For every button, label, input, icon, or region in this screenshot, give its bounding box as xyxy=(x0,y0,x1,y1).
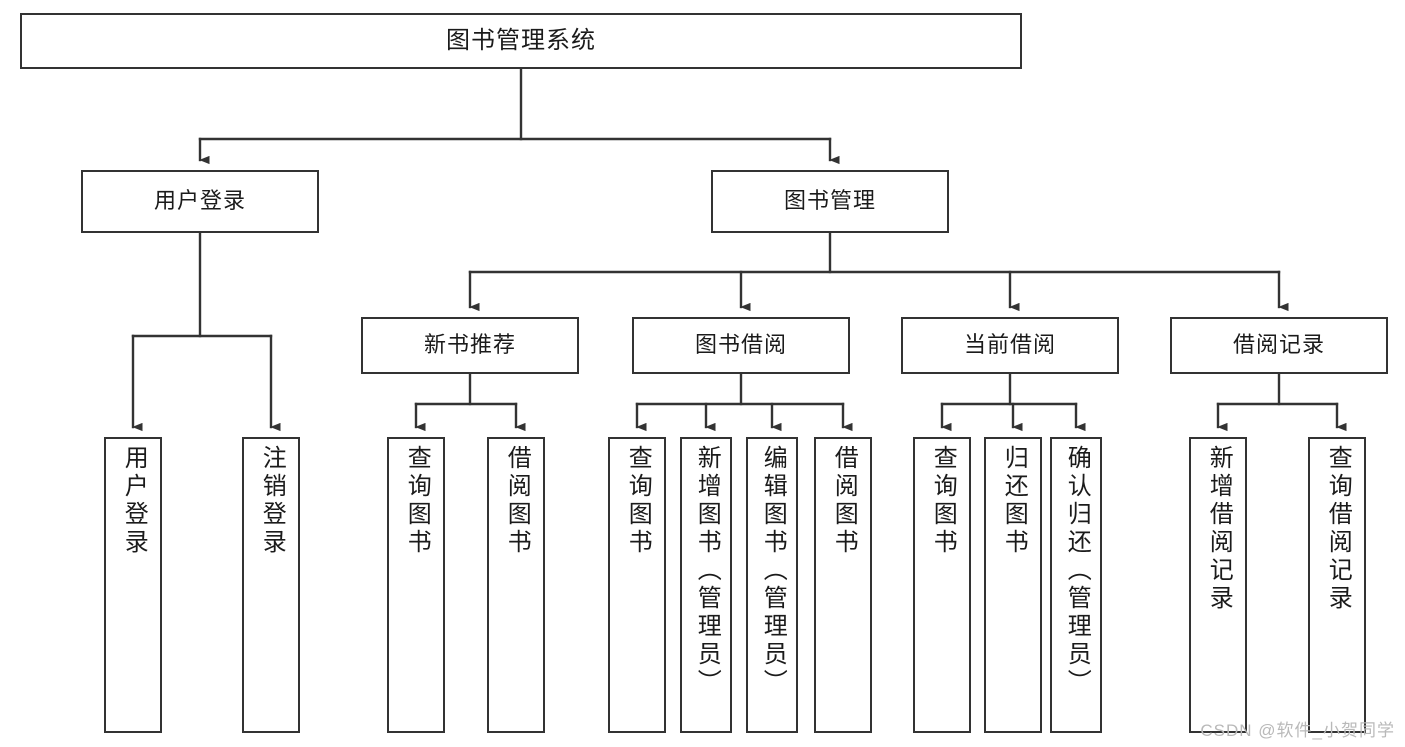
node-user-login[interactable]: 用户登录 xyxy=(81,170,319,233)
node-label: 查询图书 xyxy=(929,445,957,557)
leaf-borrow-book-recommend[interactable]: 借阅图书 xyxy=(487,437,545,733)
node-label: 查询图书 xyxy=(403,445,431,557)
node-label: 图书借阅 xyxy=(694,332,787,358)
node-label: 查询图书 xyxy=(624,445,652,557)
leaf-borrow-book[interactable]: 借阅图书 xyxy=(814,437,872,733)
leaf-return-book[interactable]: 归还图书 xyxy=(984,437,1042,733)
node-label: 查询借阅记录 xyxy=(1324,445,1352,613)
leaf-add-book-admin[interactable]: 新增图书（管理员） xyxy=(680,437,732,733)
leaf-query-book-recommend[interactable]: 查询图书 xyxy=(387,437,445,733)
csdn-watermark: CSDN @软件_小贺同学 xyxy=(1200,721,1395,740)
node-label: 借阅图书 xyxy=(830,445,858,557)
node-label: 编辑图书（管理员） xyxy=(759,445,787,697)
leaf-confirm-return-admin[interactable]: 确认归还（管理员） xyxy=(1050,437,1102,733)
node-book-manage[interactable]: 图书管理 xyxy=(711,170,949,233)
node-label: 确认归还（管理员） xyxy=(1063,445,1091,697)
node-label: 借阅记录 xyxy=(1232,332,1325,358)
node-label: 注销登录 xyxy=(258,445,286,557)
leaf-logout[interactable]: 注销登录 xyxy=(242,437,300,733)
node-label: 用户登录 xyxy=(153,188,246,214)
node-label: 图书管理系统 xyxy=(446,26,596,54)
leaf-query-borrow-record[interactable]: 查询借阅记录 xyxy=(1308,437,1366,733)
node-root-system[interactable]: 图书管理系统 xyxy=(20,13,1022,69)
node-label: 归还图书 xyxy=(1000,445,1028,557)
node-label: 新增图书（管理员） xyxy=(693,445,721,697)
node-label: 新增借阅记录 xyxy=(1205,445,1233,613)
leaf-edit-book-admin[interactable]: 编辑图书（管理员） xyxy=(746,437,798,733)
node-current-borrow[interactable]: 当前借阅 xyxy=(901,317,1119,374)
leaf-add-borrow-record[interactable]: 新增借阅记录 xyxy=(1189,437,1247,733)
leaf-query-book-current[interactable]: 查询图书 xyxy=(913,437,971,733)
leaf-user-login[interactable]: 用户登录 xyxy=(104,437,162,733)
node-label: 借阅图书 xyxy=(503,445,531,557)
leaf-query-book-borrow[interactable]: 查询图书 xyxy=(608,437,666,733)
node-label: 图书管理 xyxy=(783,188,876,214)
node-borrow-record[interactable]: 借阅记录 xyxy=(1170,317,1388,374)
node-label: 用户登录 xyxy=(120,445,148,557)
node-new-book-recommend[interactable]: 新书推荐 xyxy=(361,317,579,374)
node-label: 当前借阅 xyxy=(963,332,1056,358)
node-book-borrow[interactable]: 图书借阅 xyxy=(632,317,850,374)
node-label: 新书推荐 xyxy=(423,332,516,358)
